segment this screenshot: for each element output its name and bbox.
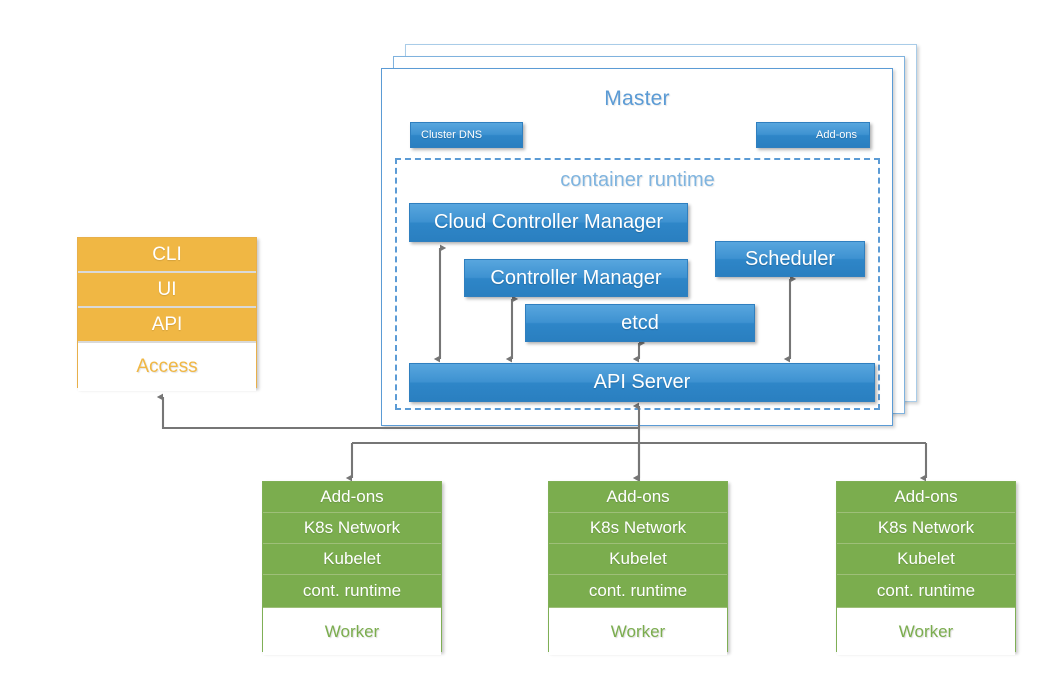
worker-3-row-kubelet[interactable]: Kubelet: [837, 544, 1015, 575]
access-footer-label: Access: [136, 356, 198, 377]
worker-1-row-runtime[interactable]: cont. runtime: [263, 575, 441, 608]
worker-1-row-addons-label: Add-ons: [320, 487, 384, 506]
access-row-cli[interactable]: CLI: [78, 238, 256, 273]
api-server-box[interactable]: API Server: [409, 363, 875, 402]
access-stack: CLI UI API Access: [77, 237, 257, 391]
master-addons-box[interactable]: Add-ons: [756, 122, 870, 148]
cloud-controller-manager-box[interactable]: Cloud Controller Manager: [409, 203, 688, 242]
worker-3-footer: Worker: [837, 608, 1015, 655]
master-addons-label: Add-ons: [816, 129, 857, 141]
cloud-controller-manager-label: Cloud Controller Manager: [433, 211, 663, 233]
worker-2-row-kubelet[interactable]: Kubelet: [549, 544, 727, 575]
worker-3-row-network-label: K8s Network: [877, 518, 975, 537]
worker-2-row-runtime[interactable]: cont. runtime: [549, 575, 727, 608]
worker-2-row-network[interactable]: K8s Network: [549, 513, 727, 544]
worker-node-2: Add-ons K8s Network Kubelet cont. runtim…: [548, 481, 728, 655]
worker-1-footer-label: Worker: [324, 621, 380, 641]
controller-manager-label: Controller Manager: [490, 266, 662, 289]
access-row-ui[interactable]: UI: [78, 273, 256, 308]
scheduler-box[interactable]: Scheduler: [715, 241, 865, 277]
worker-1-row-kubelet-label: Kubelet: [323, 549, 381, 568]
access-row-ui-label: UI: [157, 278, 177, 300]
worker-node-3: Add-ons K8s Network Kubelet cont. runtim…: [836, 481, 1016, 655]
worker-2-footer: Worker: [549, 608, 727, 655]
worker-3-row-runtime[interactable]: cont. runtime: [837, 575, 1015, 608]
worker-2-row-addons-label: Add-ons: [606, 487, 670, 506]
worker-1-row-addons[interactable]: Add-ons: [263, 482, 441, 513]
worker-2-row-addons[interactable]: Add-ons: [549, 482, 727, 513]
etcd-label: etcd: [621, 311, 659, 334]
worker-1-row-network[interactable]: K8s Network: [263, 513, 441, 544]
access-row-cli-label: CLI: [152, 243, 182, 265]
worker-1-footer: Worker: [263, 608, 441, 655]
worker-1-row-kubelet[interactable]: Kubelet: [263, 544, 441, 575]
cluster-dns-label: Cluster DNS: [421, 129, 483, 141]
master-title: Master: [604, 87, 670, 110]
worker-3-row-addons-label: Add-ons: [894, 487, 958, 506]
cluster-dns-box[interactable]: Cluster DNS: [410, 122, 523, 148]
scheduler-label: Scheduler: [744, 247, 836, 270]
worker-3-row-runtime-label: cont. runtime: [876, 581, 976, 600]
worker-2-footer-label: Worker: [610, 621, 666, 641]
worker-1-row-runtime-label: cont. runtime: [302, 581, 402, 600]
access-footer: Access: [78, 343, 256, 391]
container-runtime-title: container runtime: [560, 169, 715, 191]
worker-node-1: Add-ons K8s Network Kubelet cont. runtim…: [262, 481, 442, 655]
worker-3-row-addons[interactable]: Add-ons: [837, 482, 1015, 513]
worker-3-footer-label: Worker: [898, 621, 954, 641]
worker-2-row-network-label: K8s Network: [589, 518, 687, 537]
controller-manager-box[interactable]: Controller Manager: [464, 259, 688, 297]
worker-3-row-network[interactable]: K8s Network: [837, 513, 1015, 544]
worker-2-row-runtime-label: cont. runtime: [588, 581, 688, 600]
api-server-label: API Server: [593, 371, 691, 393]
worker-2-row-kubelet-label: Kubelet: [609, 549, 667, 568]
access-row-api[interactable]: API: [78, 308, 256, 343]
access-row-api-label: API: [151, 313, 183, 335]
worker-3-row-kubelet-label: Kubelet: [897, 549, 955, 568]
etcd-box[interactable]: etcd: [525, 304, 755, 342]
worker-1-row-network-label: K8s Network: [303, 518, 401, 537]
